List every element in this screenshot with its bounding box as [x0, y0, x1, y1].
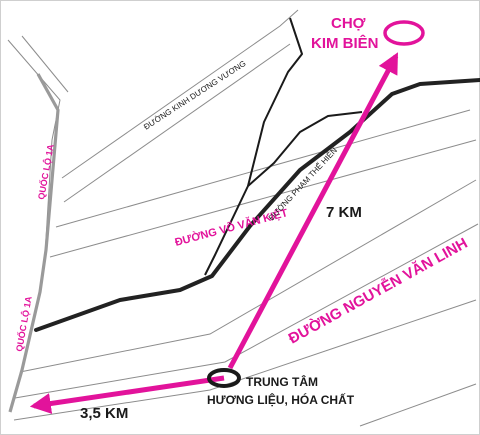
highway-ql1a — [8, 73, 60, 413]
route-to-highway — [29, 375, 225, 414]
road-bottom — [13, 299, 477, 421]
road-nguyen-van-linh — [19, 179, 477, 373]
road-vo-van-kiet-edge — [49, 139, 477, 258]
road-left-diagonal-edge — [21, 35, 69, 93]
label-distance-highway: 3,5 KM — [80, 405, 128, 422]
label-center-line1: TRUNG TÂM — [246, 374, 318, 389]
road-kinh-duong-vuong-edge — [63, 43, 291, 203]
road-thin-north — [247, 17, 303, 187]
road-nguyen-van-linh-edge — [14, 223, 479, 399]
road-kinh-duong-vuong — [61, 9, 299, 179]
road-main-dark — [34, 78, 480, 332]
road-pham-the-hien — [204, 111, 363, 276]
label-market-line2: KIM BIÊN — [311, 34, 379, 52]
label-distance-market: 7 KM — [326, 204, 362, 221]
start-location-ring-icon — [207, 368, 241, 388]
destination-location-ring-icon — [383, 20, 425, 46]
road-bottom-edge — [359, 383, 477, 427]
label-market-line1: CHỢ — [331, 15, 366, 32]
route-to-market — [227, 52, 399, 370]
road-vo-van-kiet — [55, 109, 471, 228]
label-center-line2: HƯƠNG LIỆU, HÓA CHẤT — [207, 392, 355, 407]
